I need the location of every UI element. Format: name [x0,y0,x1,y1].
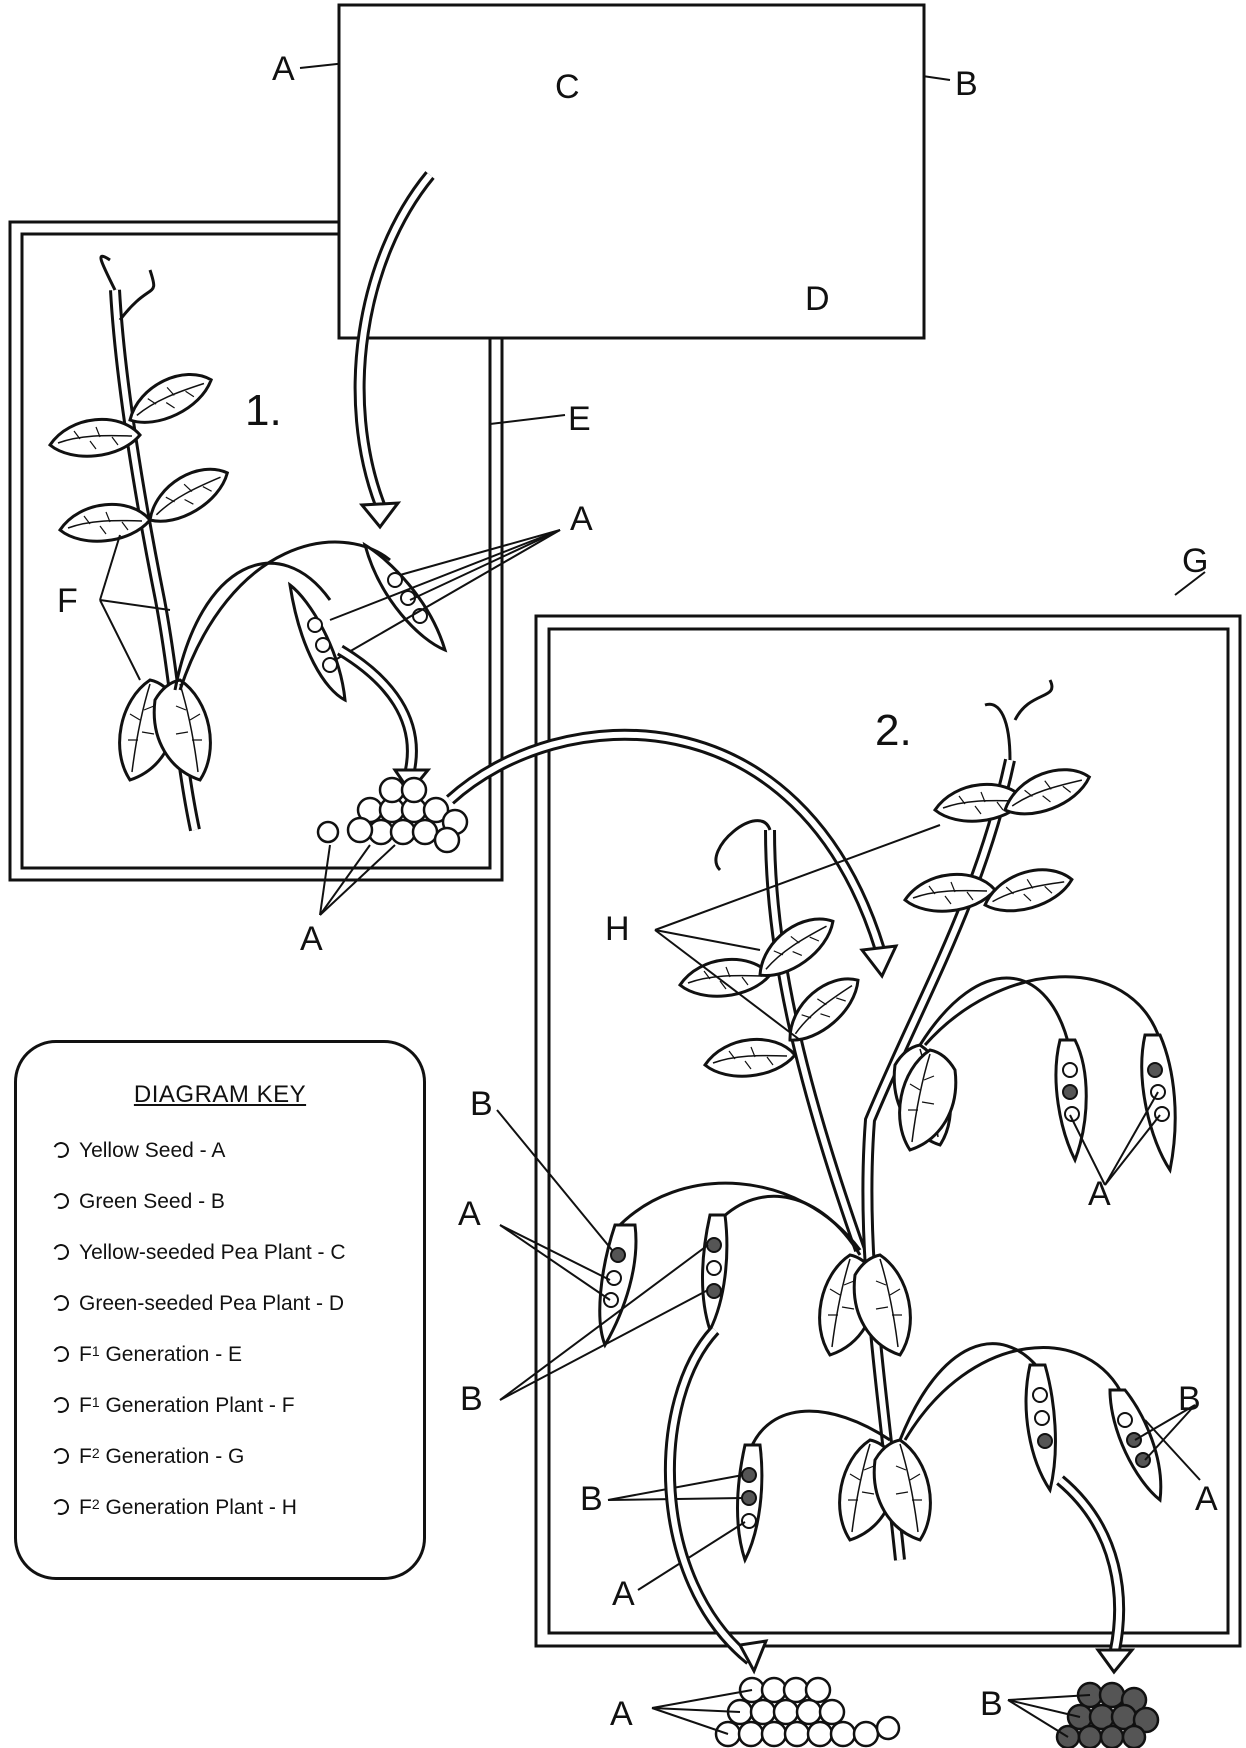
key-item-text: Green Seed - B [79,1190,225,1214]
key-item-text: F [79,1496,92,1520]
label-h: H [605,910,630,948]
pea-pod [703,1215,727,1330]
label-b-bottom: B [980,1685,1003,1723]
label-a-f1-pile: A [300,920,323,958]
pea-pod [290,585,345,700]
key-item-suffix: Generation - G [100,1445,245,1469]
key-item-text: Yellow-seeded Pea Plant - C [79,1241,346,1265]
label-b-left-mid: B [460,1380,483,1418]
circle-bullet-icon [51,1140,72,1161]
pea-pod [1110,1390,1161,1500]
label-a-top: A [272,50,295,88]
key-item-text: F [79,1445,92,1469]
label-b-left-top: B [470,1085,493,1123]
key-item-suffix: Generation Plant - H [100,1496,297,1520]
diagram-key-list: Yellow Seed - A Green Seed - B Yellow-se… [53,1139,346,1547]
label-g: G [1182,542,1208,580]
label-a-left: A [458,1195,481,1233]
circle-bullet-icon [51,1191,72,1212]
pea-pod [1056,1040,1086,1160]
key-item-suffix: Generation Plant - F [100,1394,295,1418]
pea-pod [365,545,445,650]
diagram-key-title: DIAGRAM KEY [17,1081,423,1109]
label-b-left-low: B [580,1480,603,1518]
key-item-text: F [79,1343,92,1367]
pea-pod [1142,1035,1175,1170]
key-item-text: Green-seeded Pea Plant - D [79,1292,344,1316]
diagram-key: DIAGRAM KEY Yellow Seed - A Green Seed -… [14,1040,426,1580]
key-item-subscript: 1 [92,1343,100,1359]
circle-bullet-icon [51,1395,72,1416]
pea-pod [1026,1365,1055,1490]
circle-bullet-icon [51,1242,72,1263]
key-item: Green-seeded Pea Plant - D [53,1292,346,1343]
label-d: D [805,280,830,318]
label-a-left-low: A [612,1575,635,1613]
label-a-bottom: A [610,1695,633,1733]
key-item: Green Seed - B [53,1190,346,1241]
label-e: E [568,400,591,438]
key-item-subscript: 1 [92,1394,100,1410]
circle-bullet-icon [51,1293,72,1314]
yellow-seed-pile [716,1678,899,1746]
label-c: C [555,68,580,106]
label-f: F [57,582,78,620]
key-item-text: Yellow Seed - A [79,1139,225,1163]
pea-pod [738,1445,762,1560]
key-item: Yellow-seeded Pea Plant - C [53,1241,346,1292]
circle-bullet-icon [51,1497,72,1518]
label-b-right: B [1178,1380,1201,1418]
circle-bullet-icon [51,1446,72,1467]
label-a-right-low: A [1195,1480,1218,1518]
label-a-f1-pods: A [570,500,593,538]
key-item-suffix: Generation - E [100,1343,242,1367]
key-item-subscript: 2 [92,1445,100,1461]
label-a-right: A [1088,1175,1111,1213]
key-item-subscript: 2 [92,1496,100,1512]
key-item-text: F [79,1394,92,1418]
label-b-top: B [955,65,978,103]
yellow-seed-pile [318,778,467,852]
f2-generation-box [450,572,1240,1672]
key-item: Yellow Seed - A [53,1139,346,1190]
panel-number-2: 2. [875,706,912,755]
panel-number-1: 1. [245,386,282,435]
circle-bullet-icon [51,1344,72,1365]
